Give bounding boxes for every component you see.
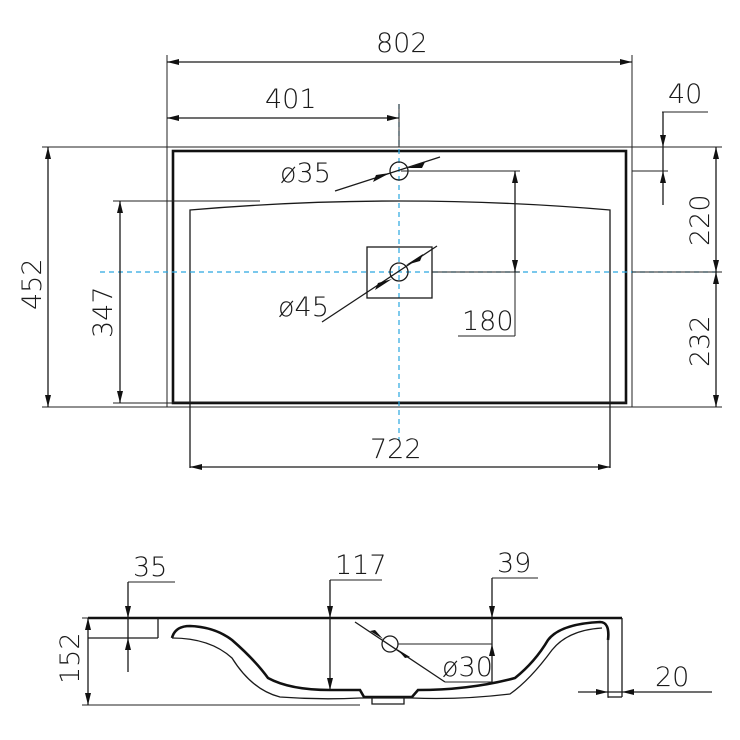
dim-side-bowl-depth: 117 <box>335 550 387 581</box>
top-view: ø35 ø45 802 401 40 220 232 <box>17 28 722 470</box>
overflow-diameter-label: ø30 <box>442 652 493 683</box>
side-basin-inner-profile <box>170 620 610 699</box>
dim-overall-width: 802 <box>376 28 428 59</box>
dim-side-overflow-offset: 39 <box>497 548 531 579</box>
tap-hole-diameter-label: ø35 <box>280 158 331 189</box>
dim-half-width: 401 <box>265 84 317 115</box>
dim-tap-offset: 40 <box>668 79 702 110</box>
dim-overall-depth: 452 <box>17 258 48 310</box>
dim-bowl-width: 722 <box>370 434 422 465</box>
dim-side-overall-height: 152 <box>55 632 86 684</box>
dim-side-rim-thickness: 35 <box>133 552 167 583</box>
side-view: ø30 152 35 117 39 20 <box>55 548 712 706</box>
side-basin-outer-profile <box>171 627 603 700</box>
dim-tap-to-center: 220 <box>685 194 716 246</box>
drain-hole <box>389 262 409 282</box>
drain-diameter-label: ø45 <box>278 292 329 323</box>
dim-bowl-depth: 347 <box>88 286 119 338</box>
dim-center-to-front: 232 <box>685 315 716 367</box>
bowl-outline <box>189 200 611 468</box>
dim-side-skirt-thickness: 20 <box>655 662 689 693</box>
dim-drain-offset: 180 <box>462 306 514 337</box>
